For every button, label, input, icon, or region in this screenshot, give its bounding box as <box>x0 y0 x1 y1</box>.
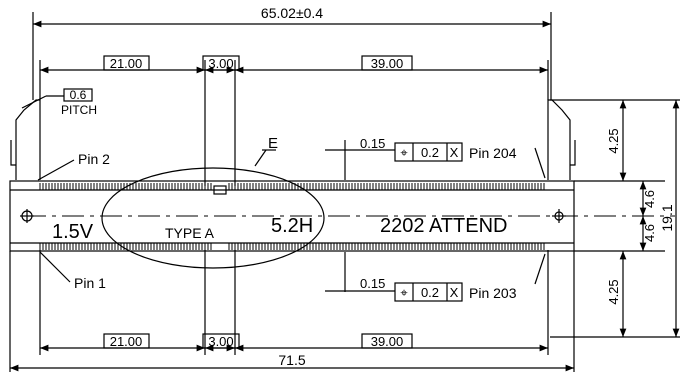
voltage-label: 1.5V <box>52 221 94 243</box>
right-total-dim-text: 19.1 <box>659 204 675 231</box>
tol-bottom-tol: 0.2 <box>421 285 439 300</box>
tol-bottom-value: 0.15 <box>360 276 385 291</box>
top-left-dim-text: 21.00 <box>110 56 143 71</box>
pin2-label: Pin 2 <box>78 151 110 167</box>
right-upper-dim-text: 4.6 <box>642 190 657 208</box>
pin-row-top <box>39 183 545 190</box>
tol-top-symbol-icon: ⌖ <box>400 145 408 160</box>
right-lower-dim-text: 4.6 <box>642 224 657 242</box>
detail-e-label: E <box>268 135 278 152</box>
bottom-left-label-box <box>103 333 150 349</box>
right-top-dim-text: 4.25 <box>606 128 621 153</box>
pin203-label: Pin 203 <box>469 285 517 301</box>
right-bottom-dim-text: 4.25 <box>606 279 621 304</box>
right-latch <box>547 99 571 180</box>
top-right-label-box <box>361 55 413 71</box>
part-number-label: 2202 ATTEND <box>380 215 507 237</box>
top-left-label-box <box>103 55 150 71</box>
pitch-value-text: 0.6 <box>70 88 87 102</box>
type-label: TYPE A <box>165 225 215 241</box>
bottom-left-dim-text: 21.00 <box>110 334 143 349</box>
pin204-label: Pin 204 <box>469 145 517 161</box>
left-latch-tab <box>10 140 16 166</box>
key-notch <box>213 185 227 195</box>
detail-e-ellipse <box>101 167 325 269</box>
tol-bottom-symbol-icon: ⌖ <box>400 285 408 300</box>
pin203-leader <box>534 253 546 285</box>
overall-top-dim-text: 65.02±0.4 <box>261 5 323 21</box>
left-latch <box>15 99 41 180</box>
bottom-mid-dim-text: 3.00 <box>208 334 233 349</box>
height-label: 5.2H <box>271 215 313 237</box>
right-latch-tab <box>570 140 576 166</box>
tol-top-tol: 0.2 <box>421 145 439 160</box>
pin204-leader <box>534 147 546 179</box>
tol-top-value: 0.15 <box>360 136 385 151</box>
overall-bottom-dim-text: 71.5 <box>278 352 305 368</box>
bottom-right-label-box <box>361 333 413 349</box>
top-mid-label-box <box>202 55 240 71</box>
pin1-label: Pin 1 <box>74 275 106 291</box>
pin2-leader <box>37 159 75 181</box>
tolerance-frame-bottom <box>394 282 463 302</box>
bottom-right-dim-text: 39.00 <box>371 334 404 349</box>
tol-bottom-datum: X <box>450 285 459 300</box>
tolerance-frame-top <box>394 142 463 162</box>
top-right-dim-text: 39.00 <box>371 56 404 71</box>
bottom-mid-label-box <box>202 333 240 349</box>
pitch-leader <box>21 95 47 109</box>
pitch-value-box <box>63 88 93 102</box>
tol-top-datum: X <box>450 145 459 160</box>
pitch-label-text: PITCH <box>61 103 97 117</box>
pin1-leader <box>39 251 71 283</box>
top-mid-dim-text: 3.00 <box>208 56 233 71</box>
pin-row-bottom <box>39 243 545 250</box>
